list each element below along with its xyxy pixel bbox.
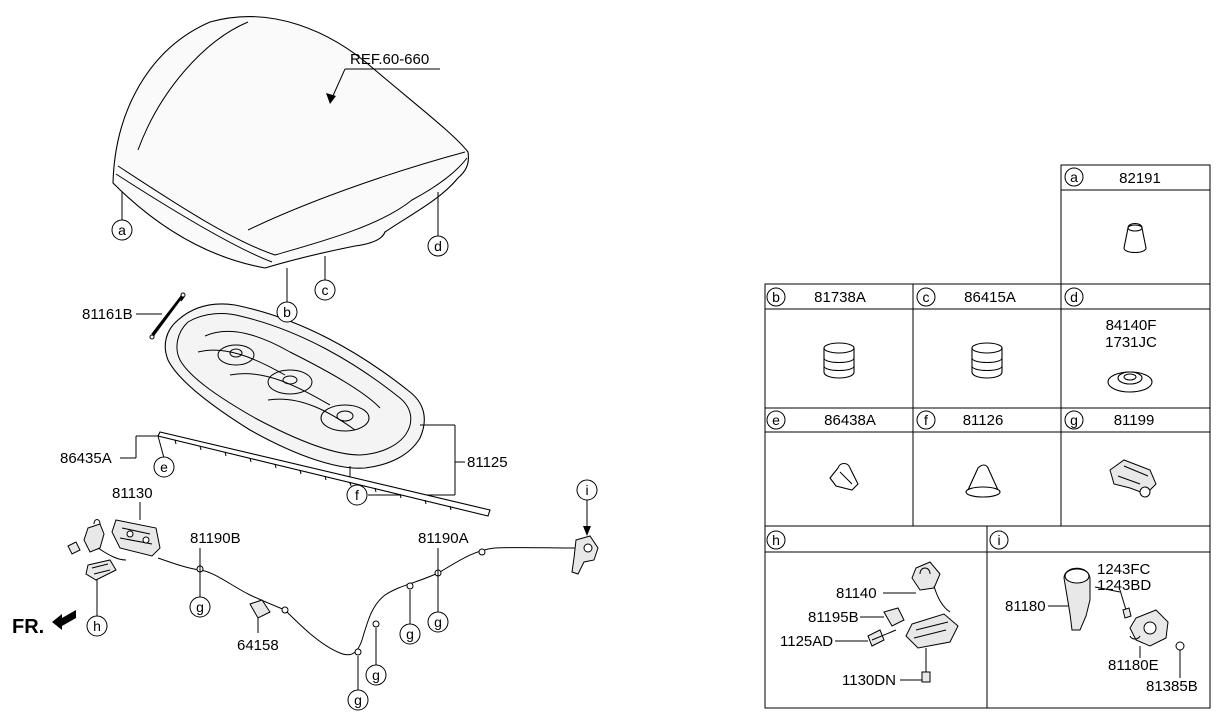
legend-part-81195b: 81195B — [808, 609, 859, 626]
legend-part-81180: 81180 — [1005, 598, 1046, 615]
legend-part-86415a: 86415A — [964, 289, 1016, 306]
svg-text:b: b — [283, 304, 291, 320]
svg-text:g: g — [354, 692, 362, 708]
label-81190b: 81190B — [190, 530, 241, 547]
callout-a-main: a — [111, 219, 133, 241]
legend-cell-d: d 84140F 1731JC — [1064, 287, 1157, 393]
hood-strut — [149, 292, 186, 340]
legend-part-81199: 81199 — [1114, 412, 1155, 429]
legend-cell-g: g 81199 — [1064, 410, 1157, 498]
hood-weatherstrip — [157, 431, 491, 517]
legend-part-1243bd: 1243BD — [1097, 577, 1151, 594]
label-81161b: 81161B — [82, 306, 133, 323]
reference-text: REF.60-660 — [350, 51, 429, 68]
svg-text:f: f — [924, 412, 928, 428]
callout-g-main-3: g — [427, 611, 449, 633]
legend-part-1243fc: 1243FC — [1097, 561, 1151, 578]
legend-cell-i: i 1243FC 1243BD 81180 81180E 81385B — [989, 530, 1198, 695]
svg-text:g: g — [406, 626, 414, 642]
svg-text:c: c — [322, 282, 329, 298]
parts-legend-table — [764, 164, 1211, 709]
reference-label: REF.60-660 — [326, 51, 440, 104]
svg-text:d: d — [434, 238, 442, 254]
callout-f-main: f — [346, 484, 368, 506]
callout-g-main-1: g — [189, 596, 211, 618]
legend-cell-b: b 81738A — [766, 287, 866, 379]
legend-part-81140: 81140 — [836, 585, 877, 602]
hood-insulator-pad — [164, 303, 425, 469]
label-81130: 81130 — [112, 485, 153, 502]
svg-text:h: h — [772, 532, 780, 548]
label-86435a: 86435A — [60, 450, 112, 467]
legend-part-1130dn: 1130DN — [842, 672, 896, 689]
label-81190a: 81190A — [418, 530, 469, 547]
callout-d-main: d — [427, 235, 449, 257]
legend-cell-c: c 86415A — [916, 287, 1016, 379]
svg-text:c: c — [923, 289, 930, 305]
callout-i-main: i — [576, 479, 598, 501]
legend-part-86438a: 86438A — [824, 412, 876, 429]
svg-text:d: d — [1070, 289, 1078, 305]
callout-c-main: c — [314, 279, 336, 301]
svg-text:g: g — [372, 667, 380, 683]
hood-release-cable — [157, 547, 576, 656]
legend-part-1125ad: 1125AD — [780, 633, 833, 650]
svg-text:e: e — [160, 459, 168, 475]
svg-text:h: h — [93, 618, 101, 634]
legend-part-82191: 82191 — [1119, 170, 1161, 187]
hood-panel — [112, 16, 469, 269]
svg-text:g: g — [1070, 412, 1078, 428]
legend-cell-f: f 81126 — [916, 410, 1004, 498]
legend-part-81180e: 81180E — [1108, 657, 1159, 674]
label-81125: 81125 — [467, 454, 508, 471]
callout-b-main: b — [276, 301, 298, 323]
hood-release-handle — [571, 535, 599, 575]
svg-text:a: a — [1070, 169, 1078, 185]
legend-part-84140f: 84140F — [1106, 317, 1157, 334]
svg-text:b: b — [772, 289, 780, 305]
front-marker-text: FR. — [12, 616, 44, 638]
svg-text:a: a — [118, 222, 126, 238]
legend-cell-e: e 86438A — [766, 410, 876, 491]
legend-part-1731jc: 1731JC — [1105, 334, 1157, 351]
legend-part-81385b: 81385B — [1146, 678, 1198, 695]
callout-g-main-2: g — [399, 623, 421, 645]
legend-part-81126: 81126 — [963, 412, 1004, 429]
svg-text:i: i — [997, 532, 1000, 548]
label-64158: 64158 — [237, 637, 279, 654]
legend-cell-a: a 82191 — [1064, 167, 1161, 254]
callout-h-main: h — [86, 615, 108, 637]
callout-e-main: e — [153, 456, 175, 478]
hood-latch-assembly — [67, 519, 161, 581]
front-direction-marker: FR. — [12, 610, 76, 638]
legend-cell-h: h 81140 81195B 1125AD 1130DN — [766, 530, 959, 689]
svg-text:i: i — [585, 482, 588, 498]
svg-text:f: f — [355, 487, 359, 503]
legend-part-81738a: 81738A — [814, 289, 866, 306]
callout-g-main-5: g — [347, 689, 369, 711]
svg-text:g: g — [196, 599, 204, 615]
svg-text:g: g — [434, 614, 442, 630]
callout-g-main-4: g — [365, 664, 387, 686]
svg-text:e: e — [772, 412, 780, 428]
